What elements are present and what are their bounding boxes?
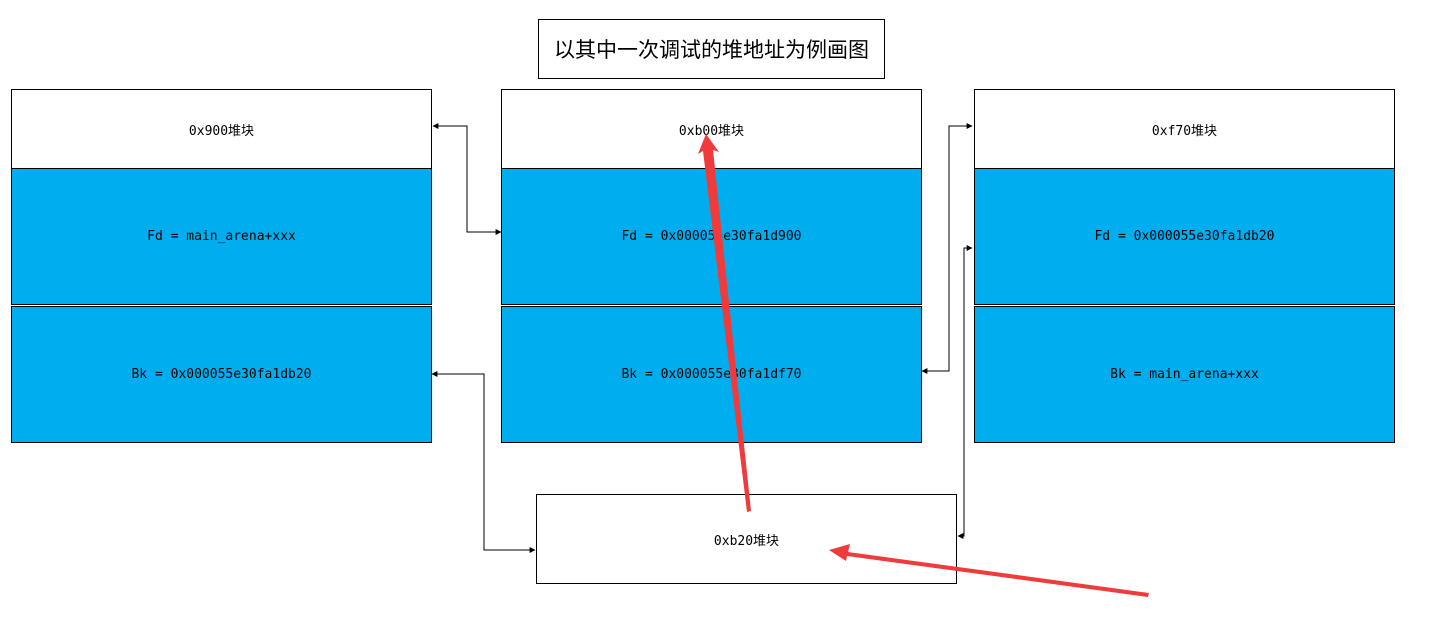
chunk-0xf70-bk: Bk = main_arena+xxx <box>974 306 1395 443</box>
chunk-0xb00-bk: Bk = 0x000055e30fa1df70 <box>501 306 922 443</box>
chunk-0xb00-fd: Fd = 0x000055e30fa1d900 <box>501 168 922 305</box>
chunk-0x900-fd: Fd = main_arena+xxx <box>11 168 432 305</box>
fd-pointer-arrow-to-0x900 <box>432 123 502 235</box>
fd-pointer-arrow-to-0xb20 <box>957 245 973 539</box>
chunk-0xb00-header: 0xb00堆块 <box>501 89 922 169</box>
diagram-title: 以其中一次调试的堆地址为例画图 <box>538 19 885 79</box>
chunk-0x900-bk: Bk = 0x000055e30fa1db20 <box>11 306 432 443</box>
chunk-0xf70-header: 0xf70堆块 <box>974 89 1395 169</box>
chunk-0x900-header: 0x900堆块 <box>11 89 432 169</box>
chunk-0xb20: 0xb20堆块 <box>536 494 957 584</box>
chunk-0xf70-fd: Fd = 0x000055e30fa1db20 <box>974 168 1395 305</box>
bk-pointer-arrow-to-0xf70 <box>921 123 973 374</box>
